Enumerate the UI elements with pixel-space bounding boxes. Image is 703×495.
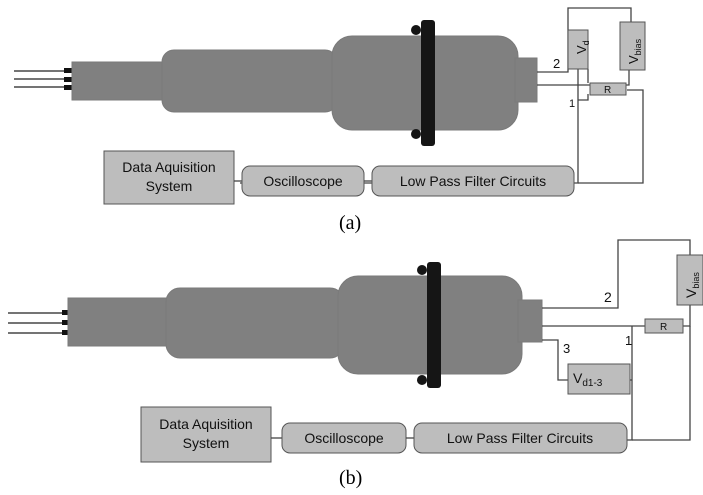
oscilloscope-box-a: Oscilloscope [241,165,365,197]
panel-a: Vd Vbias R 2 1 Data Aquisition System Os… [14,7,646,234]
vd-label-a: V [574,45,589,54]
daq-box-b: Data Aquisition System [140,406,272,463]
daq-line2-b: System [183,435,230,451]
vbias-label-b: V [683,288,699,298]
resistor-a: R [589,82,627,96]
vbias-box-b: Vbias [676,254,703,306]
daq-line1-b: Data Aquisition [159,416,252,432]
vbias-label-a: V [626,55,641,64]
caption-b: (b) [339,467,362,489]
flange-b [417,262,441,388]
oscilloscope-box-b: Oscilloscope [281,422,407,454]
daq-box-a: Data Aquisition System [103,150,235,205]
vd13-sub-b: d1-3 [582,378,602,389]
vbias-box-a: Vbias [619,21,646,71]
vd-sub-a: d [581,40,591,45]
daq-line1-a: Data Aquisition [122,159,215,175]
wire-1-label-b: 1 [625,333,632,348]
flange-a [411,20,435,146]
svg-text:Vbias: Vbias [683,272,701,298]
oscilloscope-label-a: Oscilloscope [263,173,343,189]
sensor-body-a [71,35,538,131]
vbias-sub-b: bias [691,272,701,289]
resistor-label-b: R [660,322,667,333]
vbias-sub-a: bias [633,38,643,55]
vd-box-a: Vd [567,29,591,70]
input-leads-a [14,68,72,90]
caption-a: (a) [339,212,361,234]
vd13-label-b: V [573,370,583,386]
sensor-body-b [67,275,543,375]
wire-3-label-b: 3 [563,341,570,356]
input-leads-b [8,310,70,335]
filter-box-a: Low Pass Filter Circuits [371,165,575,197]
wiring-b [542,239,691,441]
daq-line2-a: System [146,178,193,194]
resistor-b: R [644,318,684,334]
svg-text:Vd: Vd [574,40,591,54]
filter-label-a: Low Pass Filter Circuits [400,173,546,189]
oscilloscope-label-b: Oscilloscope [304,430,384,446]
wire-2-label-b: 2 [604,289,612,305]
filter-label-b: Low Pass Filter Circuits [447,430,593,446]
resistor-label-a: R [604,85,611,96]
filter-box-b: Low Pass Filter Circuits [413,422,628,454]
panel-b: Vbias R Vd1-3 2 1 3 Data Aquisition Syst… [8,239,703,489]
wire-2-label-a: 2 [553,56,560,71]
svg-text:Vd1-3: Vd1-3 [573,370,603,389]
svg-text:Vbias: Vbias [626,38,643,64]
vd13-box-b: Vd1-3 [567,363,631,395]
wire-1-label-a: 1 [569,98,575,110]
